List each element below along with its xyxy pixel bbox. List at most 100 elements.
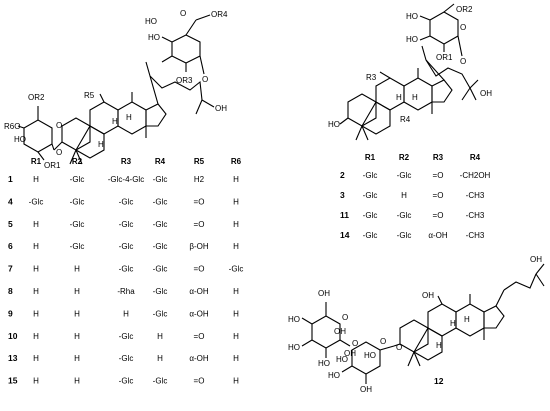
table-cell: -CH2OH bbox=[460, 171, 491, 180]
compound-number: 3 bbox=[340, 190, 345, 200]
label-ho: HO bbox=[406, 35, 418, 44]
label-r6o: R6O bbox=[4, 122, 20, 131]
table-cell: H bbox=[33, 332, 39, 341]
label-h: H bbox=[396, 93, 402, 102]
table-cell: H bbox=[74, 354, 80, 363]
label-o: O bbox=[56, 121, 62, 130]
table-cell: -Glc bbox=[363, 171, 378, 180]
table-cell: H bbox=[233, 377, 239, 386]
label-ho: HO bbox=[288, 315, 300, 324]
table-cell: α-OH bbox=[189, 287, 209, 296]
label-h: H bbox=[126, 113, 132, 122]
compound-number: 11 bbox=[340, 210, 349, 220]
table-cell: H bbox=[74, 309, 80, 318]
label-o: O bbox=[202, 75, 208, 84]
compound-number: 1 bbox=[8, 174, 13, 184]
table-cell: -Glc bbox=[397, 171, 412, 180]
column-header: R5 bbox=[194, 157, 205, 166]
table-cell: H bbox=[233, 354, 239, 363]
table-cell: H bbox=[233, 220, 239, 229]
table-cell: H bbox=[33, 175, 39, 184]
column-header: R4 bbox=[155, 157, 166, 166]
table-cell: -Glc bbox=[119, 197, 134, 206]
table-cell: H bbox=[33, 287, 39, 296]
table-cell: H bbox=[233, 332, 239, 341]
table-cell: -Glc bbox=[119, 332, 134, 341]
column-header: R4 bbox=[470, 153, 481, 162]
label-ho: HO bbox=[336, 355, 348, 364]
table-cell: =O bbox=[194, 197, 205, 206]
compound-number: 15 bbox=[8, 376, 18, 386]
label-r5: R5 bbox=[84, 91, 95, 100]
table-cell: H bbox=[233, 287, 239, 296]
label-or4: OR4 bbox=[211, 10, 228, 19]
side-chain-left: OH bbox=[145, 61, 227, 115]
label-or3: OR3 bbox=[176, 76, 193, 85]
table-cell: H bbox=[33, 242, 39, 251]
label-oh: OH bbox=[318, 289, 330, 298]
table-cell: H bbox=[33, 265, 39, 274]
label-r4: R4 bbox=[400, 115, 411, 124]
table-cell: -Glc bbox=[229, 265, 244, 274]
sugar-top-right: OR2 HO HO OR1 O O bbox=[406, 3, 473, 66]
label-h: H bbox=[112, 117, 118, 126]
table-cell: -Glc bbox=[153, 242, 168, 251]
structure-right: OR2 HO HO OR1 O O OH R3 bbox=[328, 3, 492, 141]
table-cell: -Rha bbox=[117, 287, 135, 296]
compound-number: 6 bbox=[8, 241, 13, 251]
sugar-bottom-left: OR2 R6O HO O OR1 O bbox=[4, 93, 62, 170]
structure-left: H O O OR4 H O OR3 O OH bbox=[4, 9, 228, 170]
table-cell: H bbox=[401, 191, 407, 200]
label-oh: OH bbox=[480, 89, 492, 98]
compound-number: 2 bbox=[340, 170, 345, 180]
table-cell: =O bbox=[194, 220, 205, 229]
label-o: O bbox=[380, 337, 386, 346]
table-cell: H bbox=[233, 197, 239, 206]
table-cell: -Glc bbox=[119, 265, 134, 274]
table-cell: -CH3 bbox=[466, 211, 485, 220]
compound-number: 5 bbox=[8, 219, 13, 229]
compound-number: 8 bbox=[8, 286, 13, 296]
table-cell: β-OH bbox=[189, 242, 208, 251]
sugar-inner-12: HO OH O O HO OH OH HO O bbox=[328, 327, 402, 394]
table-cell: H bbox=[74, 377, 80, 386]
table-cell: =O bbox=[194, 332, 205, 341]
label-oh: OH bbox=[360, 385, 372, 394]
label-or2: OR2 bbox=[456, 5, 473, 14]
label-h: H bbox=[436, 341, 442, 350]
column-header: R1 bbox=[365, 153, 376, 162]
label-o: O bbox=[352, 339, 358, 348]
table-cell: -Glc bbox=[70, 220, 85, 229]
label-oh: OH bbox=[530, 255, 542, 264]
table-cell: =O bbox=[194, 265, 205, 274]
label-or2: OR2 bbox=[28, 93, 45, 102]
table-cell: -Glc bbox=[70, 197, 85, 206]
table-cell: -CH3 bbox=[466, 191, 485, 200]
table-cell: H bbox=[233, 175, 239, 184]
compound-number: 4 bbox=[8, 196, 13, 206]
label-o: O bbox=[460, 57, 466, 66]
table-cell: H2 bbox=[194, 175, 205, 184]
label-h: H bbox=[412, 93, 418, 102]
compound-number: 7 bbox=[8, 264, 13, 274]
sugar-outer-12: OH HO HO O HO bbox=[288, 289, 351, 368]
label-o: O bbox=[460, 23, 466, 32]
label-or1: OR1 bbox=[44, 161, 61, 170]
table-cell: H bbox=[157, 332, 163, 341]
compound-number: 14 bbox=[340, 230, 350, 240]
table-cell: -Glc bbox=[119, 242, 134, 251]
table-cell: =O bbox=[194, 377, 205, 386]
label-o: O bbox=[180, 9, 186, 18]
label-o: O bbox=[396, 343, 402, 352]
table-cell: -Glc bbox=[363, 211, 378, 220]
label-o: O bbox=[56, 148, 62, 157]
label-oh: OH bbox=[215, 104, 227, 113]
table-cell: -Glc-4-Glc bbox=[108, 175, 144, 184]
table-cell: -Glc bbox=[70, 175, 85, 184]
table-cell: =O bbox=[433, 211, 444, 220]
steroid-core-right: R3 HO R4 H H bbox=[328, 59, 453, 141]
table-cell: H bbox=[74, 287, 80, 296]
label-ho: HO bbox=[288, 343, 300, 352]
